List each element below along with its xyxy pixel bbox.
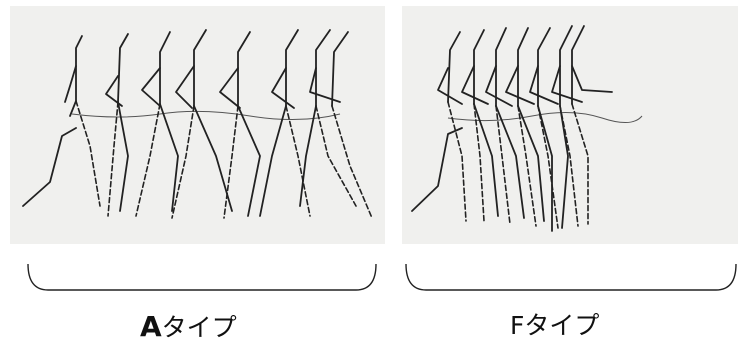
figure-6 [552, 26, 582, 228]
figure-1 [438, 32, 466, 221]
hip-trajectory-line [72, 111, 340, 119]
gait-panel-f-type [402, 6, 738, 244]
figure-5 [530, 28, 558, 231]
stick-figure-sequence-a [10, 6, 385, 244]
stick-figure-sequence-f [402, 6, 738, 244]
brace-f [404, 262, 738, 296]
leading-leg-outline [412, 128, 462, 211]
figure-1 [65, 36, 100, 206]
caption-a-letter: A [140, 310, 162, 343]
figure-3 [136, 32, 178, 216]
brace-a [26, 262, 378, 296]
caption-a-suffix: タイプ [162, 313, 237, 342]
leading-leg-outline [23, 128, 76, 206]
figure-7 [572, 26, 612, 224]
figure-7 [300, 30, 356, 206]
figure-4 [172, 30, 232, 218]
caption-f-suffix: タイプ [524, 311, 599, 340]
caption-f-type: Fタイプ [510, 306, 599, 342]
figure-8 [332, 32, 372, 218]
figure-2 [106, 34, 128, 216]
caption-a-type: Aタイプ [140, 308, 237, 344]
figure-2 [462, 30, 498, 221]
caption-f-letter: F [510, 311, 524, 340]
gait-panel-a-type [10, 6, 385, 244]
